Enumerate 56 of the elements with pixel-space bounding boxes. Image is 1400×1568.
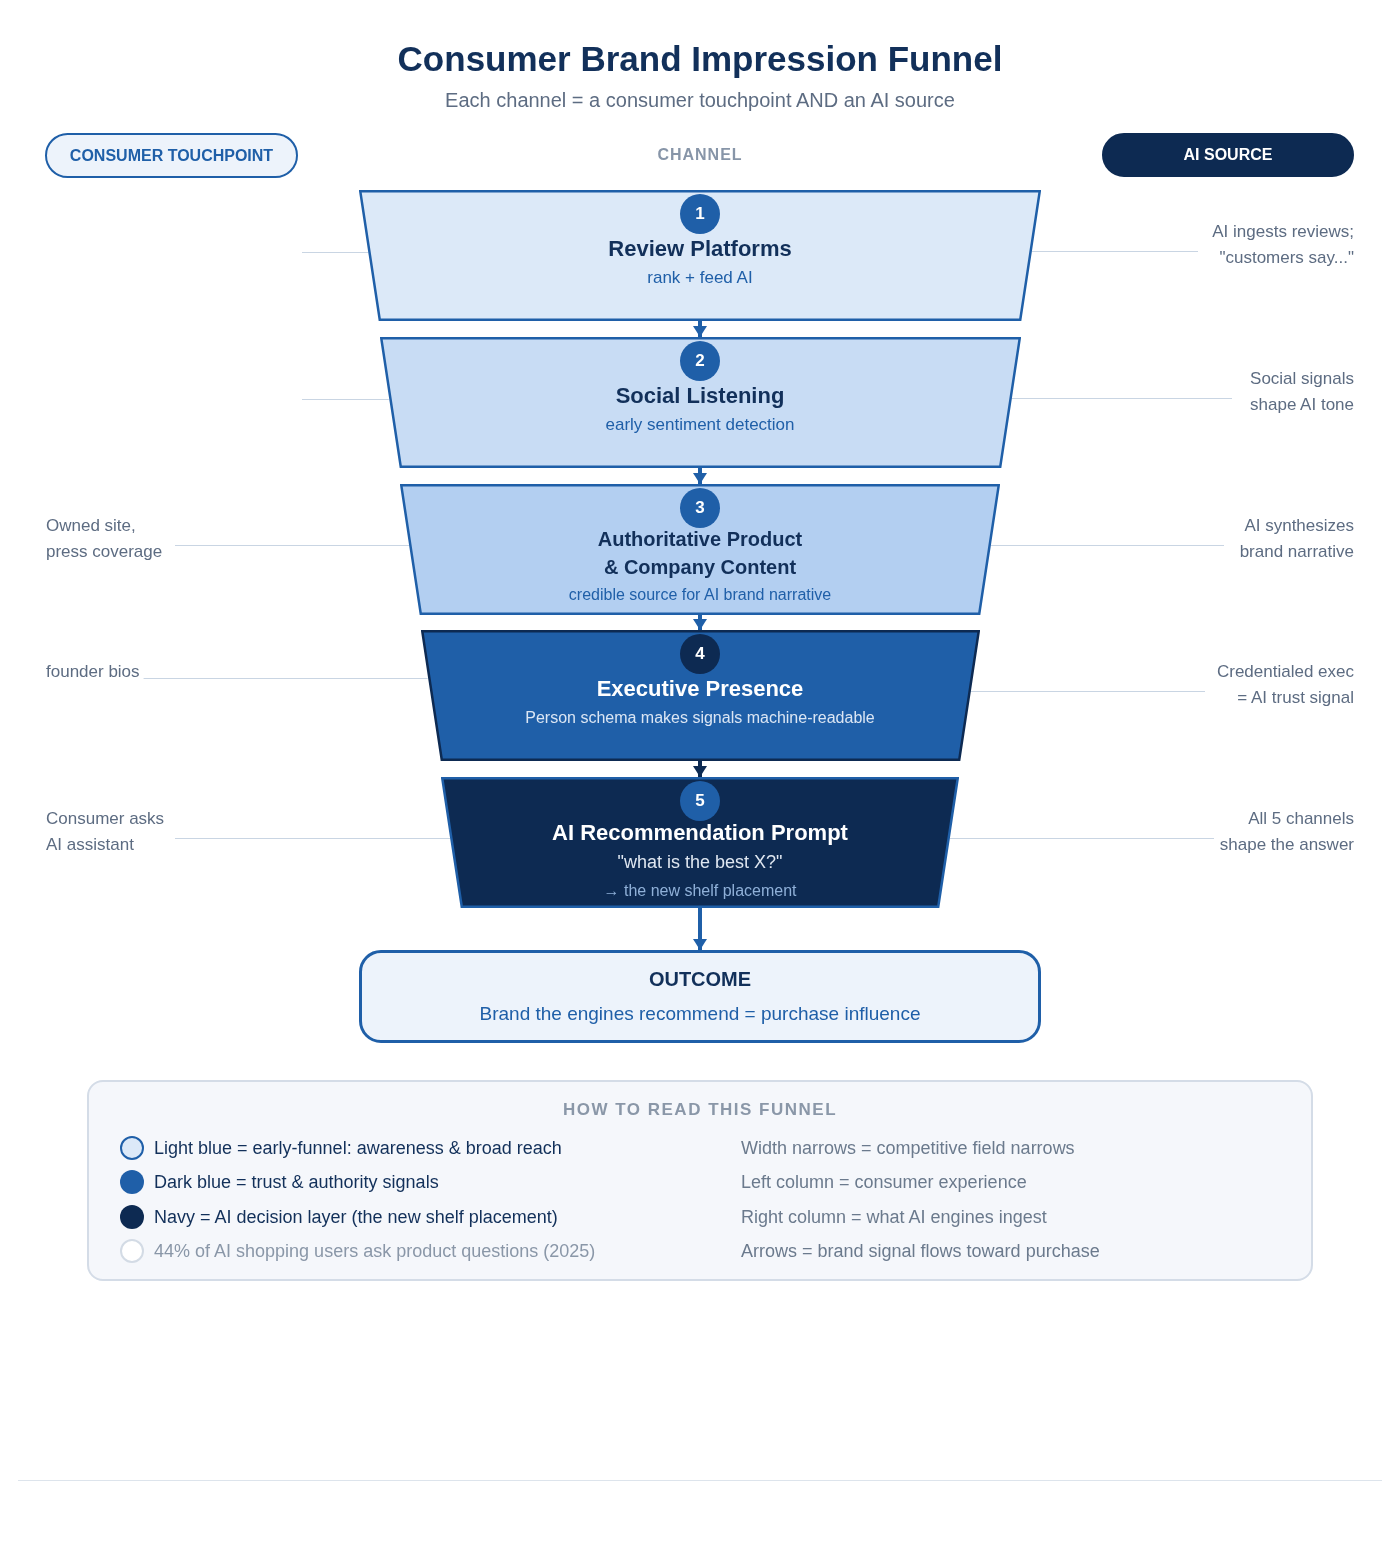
funnel-stage [359, 190, 1041, 321]
leader-line [990, 545, 1225, 546]
flow-arrow [693, 468, 707, 484]
ai-source-note: AI synthesizes brand narrative [1228, 513, 1354, 564]
legend-text: Navy = AI decision layer (the new shelf placement) [154, 1205, 558, 1229]
stage-description: "what is the best X?" [617, 851, 783, 874]
stage-description: early sentiment detection [605, 414, 795, 436]
leader-line [949, 838, 1215, 839]
legend-heading: HOW TO READ THIS FUNNEL [562, 1099, 838, 1121]
flow-arrow [693, 321, 707, 337]
leader-line [1010, 398, 1233, 399]
column-header: CHANNEL [657, 145, 743, 165]
leader-line [301, 252, 369, 253]
legend-text: 44% of AI shopping users ask product questions (2025) [154, 1239, 596, 1263]
legend-note: Left column = consumer experience [741, 1171, 1027, 1195]
funnel-stage [420, 630, 980, 761]
ai-source-note: AI ingests reviews; "customers say..." [1202, 219, 1354, 270]
outcome-heading: OUTCOME [648, 967, 752, 992]
diagram-subtitle: Each channel = a consumer touchpoint AND an AI source [445, 88, 955, 112]
leader-line [174, 838, 451, 839]
flow-arrow [693, 615, 707, 630]
legend-note: Right column = what AI engines ingest [741, 1205, 1047, 1229]
touchpoint-note: founder bios [46, 659, 140, 685]
touchpoint-note: Owned site, press coverage [46, 513, 171, 564]
outcome-description: Brand the engines recommend = purchase influence [479, 1002, 921, 1026]
flow-arrow [693, 908, 707, 950]
stage-description: Person schema makes signals machine-readable [525, 708, 875, 728]
leader-line [1031, 251, 1199, 252]
stage-title: Social Listening [615, 382, 785, 410]
leader-line [969, 691, 1206, 692]
legend-note: Width narrows = competitive field narrows [741, 1137, 1075, 1160]
leader-line [143, 678, 429, 679]
ai-source-note: All 5 channels shape the answer [1218, 806, 1354, 857]
stage-title: Executive Presence [596, 675, 804, 703]
column-header: AI SOURCE [1102, 133, 1354, 177]
legend-text: Dark blue = trust & authority signals [154, 1171, 439, 1195]
funnel-stage [400, 484, 1000, 615]
stage-description: credible source for AI brand narrative [568, 585, 832, 605]
stage-title: AI Recommendation Prompt [552, 819, 848, 847]
touchpoint-note: Consumer asks AI assistant [46, 806, 171, 857]
outcome-panel [359, 950, 1041, 1043]
stage-title: Review Platforms [608, 235, 792, 263]
diagram-title: Consumer Brand Impression Funnel [397, 38, 1003, 80]
ai-source-note: Social signals shape AI tone [1236, 366, 1354, 417]
stage-description: rank + feed AI [647, 267, 753, 289]
leader-line [301, 399, 390, 400]
ai-source-note: Credentialed exec = AI trust signal [1209, 659, 1354, 710]
column-header: CONSUMER TOUCHPOINT [45, 133, 298, 178]
funnel-stage [379, 337, 1021, 468]
legend-text: Light blue = early-funnel: awareness & broad reach [154, 1137, 562, 1160]
funnel-stage [441, 777, 959, 908]
legend-note: Arrows = brand signal flows toward purchase [741, 1239, 1100, 1263]
leader-line [174, 545, 410, 546]
flow-arrow [693, 761, 707, 777]
stage-description: → the new shelf placement [603, 881, 797, 901]
stage-title: Authoritative Product & Company Content [596, 527, 804, 580]
